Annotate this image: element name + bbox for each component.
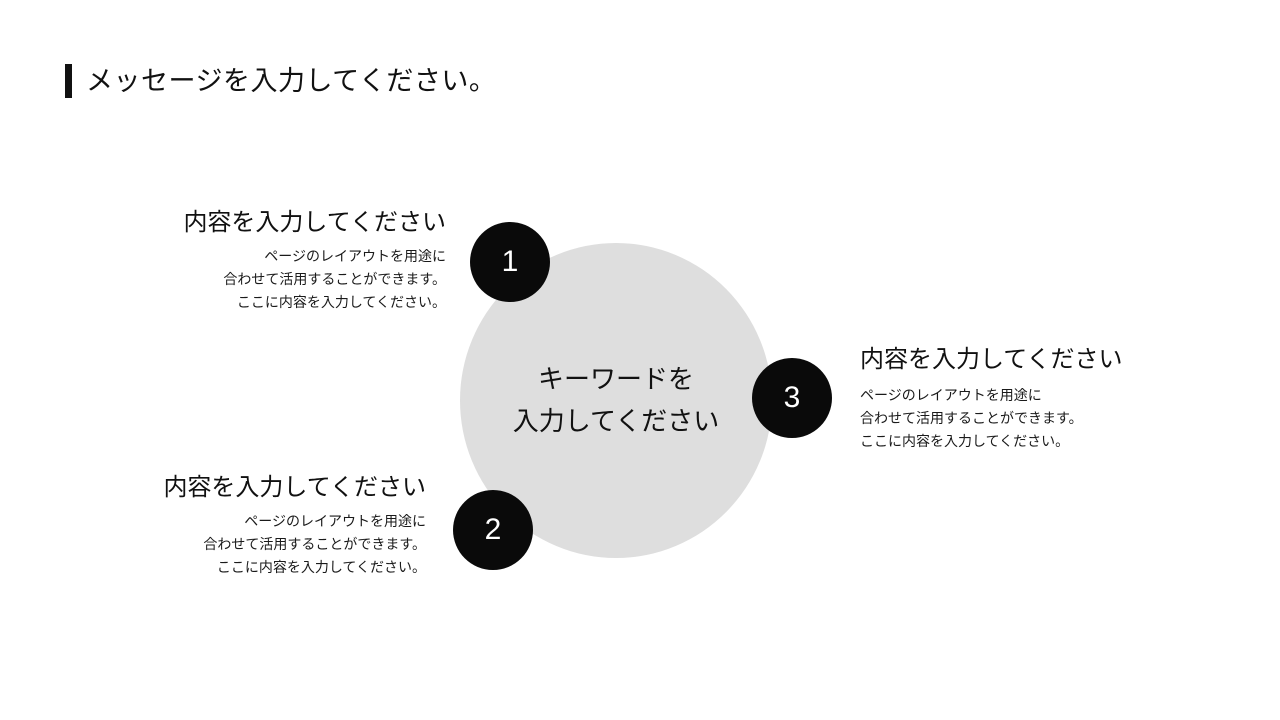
- page-title: メッセージを入力してください。: [86, 66, 497, 96]
- step-badge-3[interactable]: 3: [752, 358, 832, 438]
- step-badge-2[interactable]: 2: [453, 490, 533, 570]
- block-2-body: ページのレイアウトを用途に 合わせて活用することができます。 ここに内容を入力し…: [203, 513, 426, 575]
- content-block-3: 内容を入力してください ページのレイアウトを用途に 合わせて活用することができま…: [860, 344, 1180, 453]
- slide-title-row: メッセージを入力してください。: [65, 64, 496, 98]
- block-2-heading: 内容を入力してください: [163, 474, 426, 501]
- content-block-2: 内容を入力してください ページのレイアウトを用途に 合わせて活用することができま…: [126, 472, 426, 579]
- content-block-1: 内容を入力してください ページのレイアウトを用途に 合わせて活用することができま…: [146, 207, 446, 314]
- step-badge-1[interactable]: 1: [470, 222, 550, 302]
- block-3-heading: 内容を入力してください: [860, 346, 1123, 373]
- block-3-body: ページのレイアウトを用途に 合わせて活用することができます。 ここに内容を入力し…: [860, 387, 1083, 449]
- block-1-heading: 内容を入力してください: [183, 209, 446, 236]
- block-1-body: ページのレイアウトを用途に 合わせて活用することができます。 ここに内容を入力し…: [223, 248, 446, 310]
- title-accent-bar: [65, 64, 72, 98]
- center-keyword-label: キーワードを 入力してください: [512, 364, 720, 436]
